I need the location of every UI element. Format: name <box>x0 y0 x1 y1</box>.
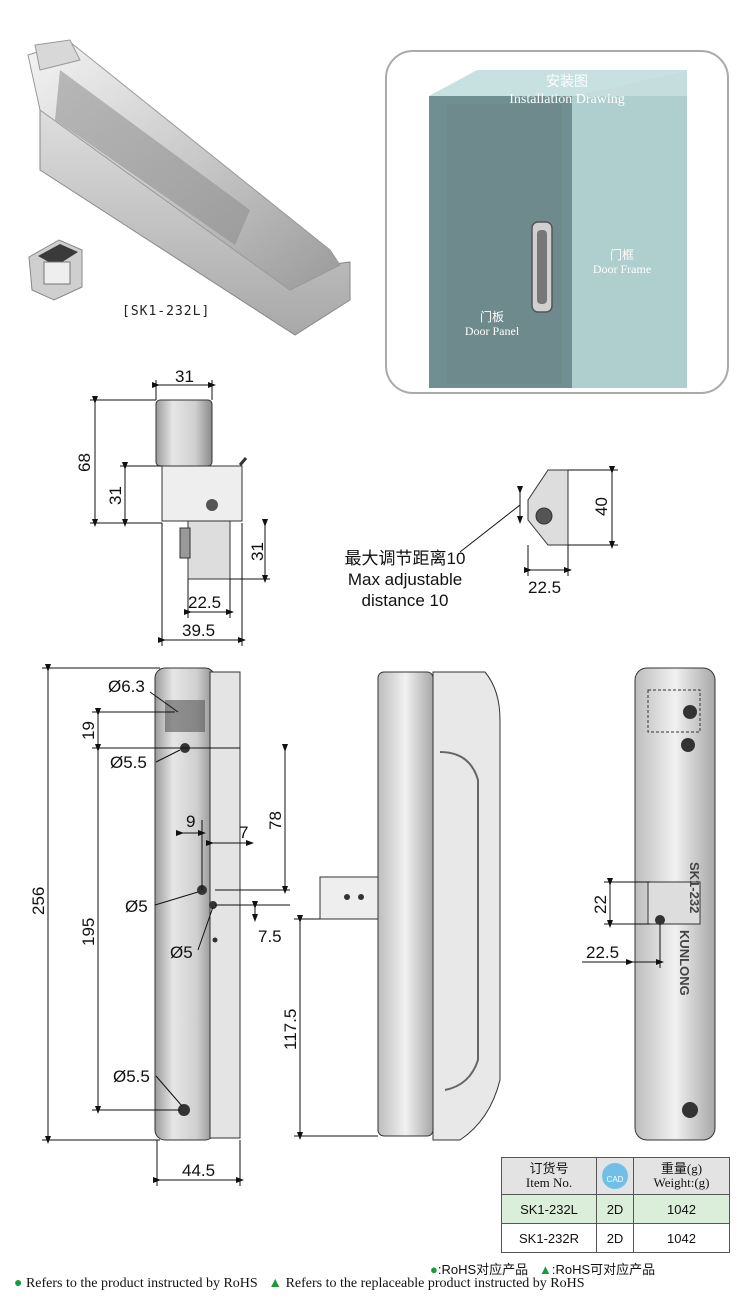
front-view-drawing: 256 19 195 78 Ø6.3 Ø5.5 9 7 Ø5 Ø5 7.5 Ø5… <box>29 664 290 1186</box>
dim-height-31a: 31 <box>106 486 125 505</box>
dim-height-31b: 31 <box>248 542 267 561</box>
dim-width-22-5: 22.5 <box>188 593 221 612</box>
product-photo <box>0 0 370 340</box>
dim-7-5: 7.5 <box>258 927 282 946</box>
dim-dia-5b: Ø5 <box>170 943 193 962</box>
dim-44-5: 44.5 <box>182 1161 215 1180</box>
dim-19: 19 <box>79 721 98 740</box>
side-view-drawing: 117.5 <box>281 671 501 1141</box>
dim-9: 9 <box>186 812 195 831</box>
adjust-note-en2: distance 10 <box>361 591 449 610</box>
dim-78: 78 <box>266 811 285 830</box>
cad-icon: CAD <box>596 1157 634 1195</box>
bracket-drawing: 40 22.5 <box>459 466 618 597</box>
legend-en: ● Refers to the product instructed by Ro… <box>14 1276 585 1292</box>
dim-width-39-5: 39.5 <box>182 621 215 640</box>
rohs-en-label: Refers to the product instructed by RoHS <box>25 1276 258 1291</box>
product-caption: [SK1-232L] <box>122 304 211 319</box>
header-item-no-cn: 订货号 <box>529 1161 569 1176</box>
dim-length-256: 256 <box>29 887 48 915</box>
spec-table-header: 订货号 Item No. CAD 重量(g) Weight:(g) <box>501 1157 730 1195</box>
legend-cn: ●:RoHS对应产品 ▲:RoHS可对应产品 <box>430 1259 655 1278</box>
back-view-drawing: 22 22.5 SK1-232 KUNLONG <box>582 667 716 1141</box>
rohs-cn-label: :RoHS对应产品 <box>437 1262 529 1277</box>
row-cad: 2D <box>596 1223 634 1253</box>
header-weight-cn: 重量(g) <box>660 1161 703 1176</box>
row-cad: 2D <box>596 1194 634 1224</box>
product-thumbnail <box>24 232 84 302</box>
dim-dia-6-3: Ø6.3 <box>108 677 145 696</box>
rohs-replace-en-label: Refers to the replaceable product instru… <box>285 1276 585 1291</box>
adjust-note-cn: 最大调节距离10 <box>344 549 466 568</box>
dim-back-22: 22 <box>591 895 610 914</box>
dim-dia-5-5a: Ø5.5 <box>110 753 147 772</box>
rohs-dot-icon: ● <box>14 1276 23 1291</box>
row-weight: 1042 <box>633 1223 730 1253</box>
dim-width-31: 31 <box>175 367 194 386</box>
back-brand-text: KUNLONG <box>677 930 692 996</box>
door-panel-label-en: Door Panel <box>464 324 520 338</box>
dim-height-68: 68 <box>75 453 94 472</box>
rohs-triangle-icon: ▲ <box>268 1276 283 1291</box>
rohs-replace-cn-label: :RoHS可对应产品 <box>551 1262 656 1277</box>
installation-title-en: Installation Drawing <box>509 92 625 107</box>
dim-bracket-40: 40 <box>592 497 611 516</box>
dim-back-22-5: 22.5 <box>586 943 619 962</box>
end-view-drawing: 31 68 31 31 22.5 39.5 <box>75 367 270 646</box>
door-panel-label-cn: 门板 <box>479 310 504 324</box>
installation-title-cn: 安装图 <box>546 75 588 90</box>
row-item: SK1-232R <box>501 1223 597 1253</box>
header-weight: 重量(g) Weight:(g) <box>633 1157 730 1195</box>
adjust-note: 最大调节距离10 Max adjustable distance 10 <box>330 548 480 611</box>
cad-icon-label: CAD <box>602 1163 628 1189</box>
dim-dia-5-5b: Ø5.5 <box>113 1067 150 1086</box>
adjust-note-en1: Max adjustable <box>347 570 463 589</box>
door-panel-label: 门板 Door Panel <box>452 310 532 338</box>
rohs-dot-icon: ● <box>430 1262 438 1277</box>
header-item-no-en: Item No. <box>525 1175 573 1190</box>
door-frame-label-en: Door Frame <box>592 262 652 276</box>
door-frame-label: 门框 Door Frame <box>582 248 662 276</box>
door-frame-label-cn: 门框 <box>609 248 634 262</box>
dim-dia-5a: Ø5 <box>125 897 148 916</box>
rohs-triangle-icon: ▲ <box>539 1262 552 1277</box>
dim-7: 7 <box>239 823 248 842</box>
dim-195: 195 <box>79 918 98 946</box>
installation-title: 安装图 Installation Drawing <box>467 74 667 108</box>
dim-bracket-22-5: 22.5 <box>528 578 561 597</box>
header-weight-en: Weight:(g) <box>653 1175 710 1190</box>
table-row: SK1-232R 2D 1042 <box>501 1223 730 1253</box>
door-illustration <box>429 70 687 388</box>
table-row: SK1-232L 2D 1042 <box>501 1194 730 1224</box>
row-item: SK1-232L <box>501 1194 597 1224</box>
row-weight: 1042 <box>633 1194 730 1224</box>
spec-table: 订货号 Item No. CAD 重量(g) Weight:(g) SK1-23… <box>501 1157 730 1253</box>
dim-117-5: 117.5 <box>281 1009 300 1050</box>
header-item-no: 订货号 Item No. <box>501 1157 597 1195</box>
installation-drawing-panel: 安装图 Installation Drawing 门框 Door Frame 门… <box>385 50 729 394</box>
back-stamp-text: SK1-232 <box>687 862 702 913</box>
